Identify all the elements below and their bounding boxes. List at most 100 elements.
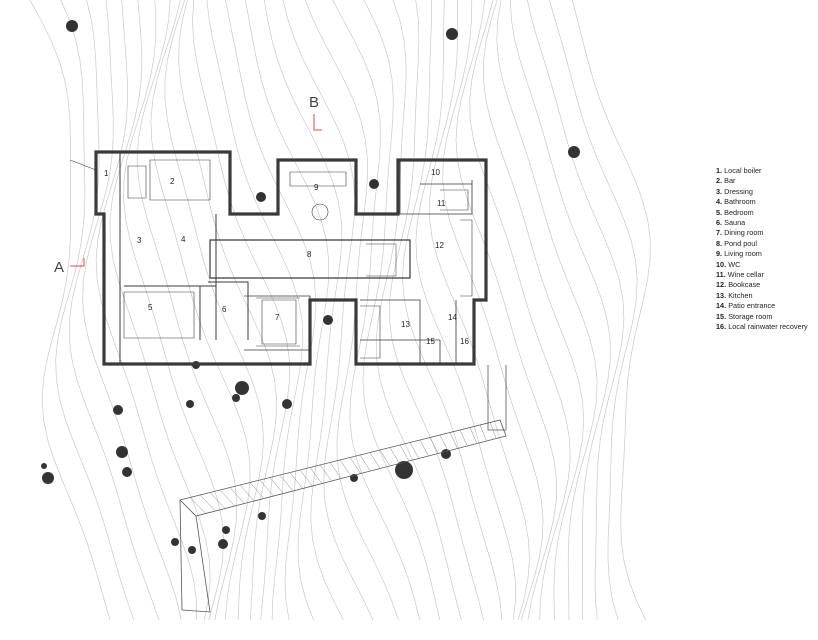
- boardwalk-plank: [469, 427, 478, 444]
- section-marker-b: B: [309, 94, 322, 131]
- tree-dot: [446, 28, 458, 40]
- contour-line: [55, 0, 135, 621]
- contour-line: [469, 0, 571, 621]
- contour-line: [510, 0, 611, 620]
- legend-item: 13. Kitchen: [716, 290, 753, 300]
- tree-dot: [258, 512, 266, 520]
- boardwalk-plank: [279, 474, 294, 492]
- section-label-a: A: [54, 259, 64, 276]
- legend-item: 6. Sauna: [716, 218, 746, 228]
- tree-dot: [232, 394, 240, 402]
- contour-line: [225, 0, 317, 621]
- boardwalk-plank: [349, 457, 361, 474]
- tree-dot: [218, 539, 228, 549]
- contour-line: [415, 0, 516, 621]
- contour-line: [548, 0, 638, 621]
- contour-line: [282, 0, 374, 621]
- legend-item: 15. Storage room: [716, 311, 773, 321]
- contour-line: [192, 0, 290, 621]
- floor-plan: [69, 150, 488, 366]
- legend-item: 3. Dressing: [716, 186, 753, 196]
- boardwalk-plank: [369, 452, 381, 469]
- contour-line: [442, 0, 544, 621]
- boardwalk: [179, 365, 507, 613]
- legend-item: 16. Local rainwater recovery: [716, 322, 808, 332]
- tree-dot: [66, 20, 78, 32]
- room-number-10: 10: [431, 168, 440, 177]
- boardwalk-plank: [479, 424, 487, 442]
- room-number-9: 9: [314, 183, 319, 192]
- contour-line: [206, 0, 304, 621]
- tree-dot: [441, 449, 451, 459]
- room-number-6: 6: [222, 305, 227, 314]
- contour-line: [68, 0, 160, 621]
- contour-line: [123, 0, 224, 621]
- boardwalk-plank: [419, 439, 429, 457]
- contour-line: [402, 0, 503, 621]
- boardwalk-plank: [209, 492, 226, 509]
- boardwalk-plank: [319, 464, 332, 482]
- contour-line: [526, 0, 625, 621]
- tree-dot: [568, 146, 580, 158]
- room-number-13: 13: [401, 320, 410, 329]
- section-arrow-a: [70, 258, 85, 267]
- boardwalk-plank: [409, 442, 420, 459]
- contour-line: [455, 0, 557, 621]
- legend-item: 8. Pond poul: [716, 238, 757, 248]
- contour-line: [136, 0, 238, 621]
- contour-line: [362, 0, 441, 621]
- legend-item: 10. WC: [716, 259, 741, 269]
- room-numbers: 1 2 3 4 5 6 7 8 9 10 11 12 13 14 15 16: [104, 168, 469, 346]
- tree-dot: [116, 446, 128, 458]
- contour-line: [496, 0, 598, 621]
- legend-item: 4. Bathroom: [716, 197, 756, 207]
- legend-item: 11. Wine cellar: [716, 270, 764, 280]
- legend-item: 14. Patio entrance: [716, 301, 776, 311]
- room-number-11: 11: [437, 199, 446, 208]
- boardwalk-plank: [239, 484, 255, 502]
- room-legend: 1. Local boiler 2. Bar 3. Dressing 4. Ba…: [716, 166, 816, 333]
- boardwalk-plank: [429, 437, 439, 454]
- tree-dot: [41, 463, 47, 469]
- section-label-b: B: [309, 94, 319, 111]
- tree-dot: [113, 405, 123, 415]
- contour-lines: [29, 0, 651, 621]
- room-number-16: 16: [460, 337, 469, 346]
- boardwalk-plank: [189, 497, 206, 514]
- room-number-7: 7: [275, 313, 280, 322]
- boardwalk-plank: [329, 462, 342, 479]
- contour-line: [178, 0, 277, 621]
- contour-line: [483, 0, 585, 621]
- legend-item: 2. Bar: [716, 176, 736, 186]
- contour-line: [29, 0, 111, 621]
- section-marker-a: A: [54, 258, 85, 276]
- tree-dot: [323, 315, 333, 325]
- boardwalk-plank: [459, 429, 468, 447]
- contour-line: [150, 0, 251, 621]
- room-number-4: 4: [181, 235, 186, 244]
- tree-dot: [122, 467, 132, 477]
- tree-dot: [222, 526, 230, 534]
- tree-dot: [42, 472, 54, 484]
- room-number-12: 12: [435, 241, 444, 250]
- contour-line: [109, 0, 211, 621]
- tree-dot: [282, 399, 292, 409]
- contour-line: [82, 0, 182, 621]
- tree-dot: [186, 400, 194, 408]
- boardwalk-plank: [359, 454, 371, 472]
- legend-item: 5. Bedroom: [716, 207, 754, 217]
- legend-item: 7. Dining room: [716, 228, 764, 238]
- tree-dot: [235, 381, 249, 395]
- legend-item: 9. Living room: [716, 249, 762, 259]
- boardwalk-plank: [389, 447, 400, 464]
- boardwalk-plank: [219, 489, 235, 507]
- room-number-3: 3: [137, 236, 142, 245]
- contour-line: [332, 0, 421, 621]
- section-arrow-b: [313, 114, 322, 131]
- boardwalk-plank: [449, 432, 458, 449]
- room-number-8: 8: [307, 250, 312, 259]
- contour-line: [429, 0, 530, 621]
- tree-dot: [256, 192, 266, 202]
- boardwalk-plank: [439, 434, 449, 452]
- boardwalk-plank: [199, 494, 216, 512]
